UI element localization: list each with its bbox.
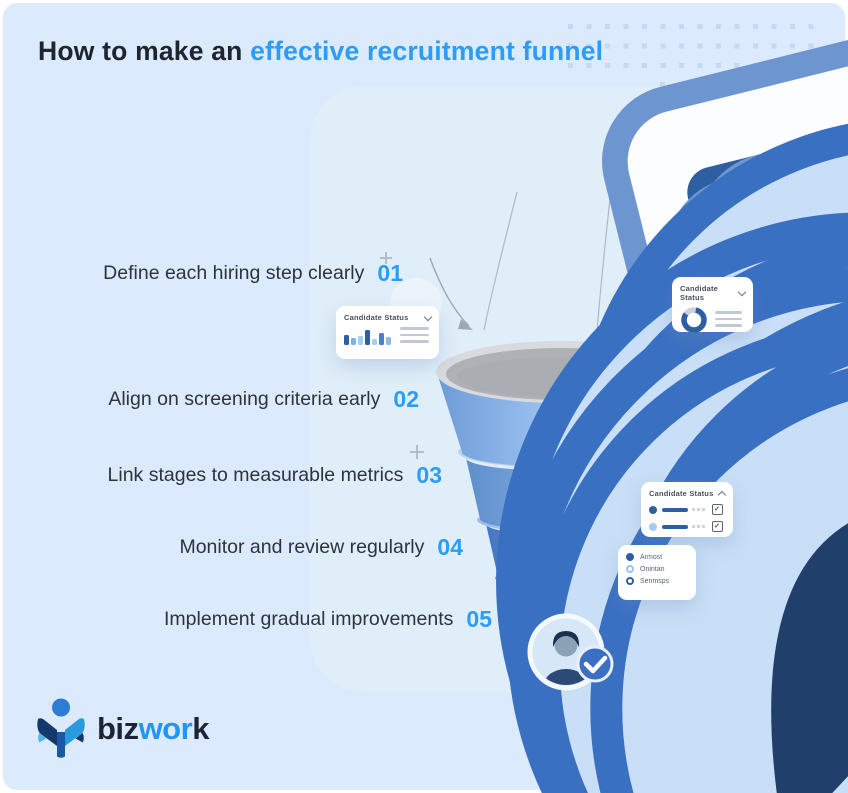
- checkbox-icon[interactable]: ✓: [711, 504, 723, 515]
- candidate-status-donut-card: Candidate Status: [672, 277, 753, 334]
- card-body: [344, 327, 431, 345]
- progress-bar: [661, 524, 688, 529]
- placeholder-dashes: [692, 508, 707, 511]
- checkbox-icon[interactable]: ✓: [711, 521, 723, 532]
- chevron-down-icon[interactable]: [423, 312, 433, 321]
- chevron-up-icon[interactable]: [717, 490, 727, 499]
- page-title: How to make an effective recruitment fun…: [38, 36, 603, 67]
- bizwork-logo-icon: [37, 698, 85, 758]
- card-header: Candidate Status: [680, 284, 747, 302]
- legend-label: Armost: [640, 553, 663, 561]
- placeholder-dashes: [692, 525, 707, 528]
- step-item-3: Link stages to measurable metrics 03: [108, 462, 442, 489]
- mini-bar-chart: [344, 328, 391, 345]
- card-body: [680, 306, 745, 334]
- status-legend-card: Armost Onintan Senmsps: [618, 545, 696, 600]
- candidate-status-bar-card: Candidate Status: [336, 306, 439, 359]
- logo: bizwork: [36, 698, 209, 759]
- title-highlight: effective recruitment funnel: [250, 36, 604, 66]
- step-label: Link stages to measurable metrics: [107, 464, 404, 486]
- donut-arc: [681, 307, 707, 333]
- radio-icon[interactable]: [626, 565, 634, 573]
- step-number: 01: [377, 260, 403, 286]
- legend-label: Onintan: [640, 565, 665, 573]
- step-item-2: Align on screening criteria early 02: [108, 386, 419, 413]
- step-label: Monitor and review regularly: [179, 536, 425, 558]
- card-header: Candidate Status: [344, 312, 433, 322]
- step-item-4: Monitor and review regularly 04: [179, 534, 463, 561]
- status-dot: [649, 505, 657, 514]
- legend-label: Senmsps: [640, 577, 670, 585]
- text-placeholder-lines: [715, 311, 742, 329]
- candidate-status-progress-card: Candidate Status ✓ ✓: [641, 482, 733, 537]
- card-title: Candidate Status: [649, 489, 714, 498]
- step-label: Implement gradual improvements: [164, 608, 454, 630]
- card-title: Candidate Status: [680, 284, 719, 302]
- status-dot: [649, 522, 657, 531]
- step-number: 04: [437, 534, 463, 560]
- card-title: Candidate Status: [344, 313, 409, 322]
- progress-row: ✓: [649, 521, 725, 532]
- progress-bar: [661, 507, 688, 512]
- step-number: 03: [416, 462, 442, 488]
- logo-text: bizwork: [97, 710, 209, 746]
- dot-pattern: [568, 24, 816, 69]
- donut-chart: [681, 307, 707, 333]
- text-placeholder-lines: [399, 327, 429, 345]
- radio-icon[interactable]: [626, 577, 634, 585]
- step-number: 05: [466, 606, 492, 632]
- step-item-1: Define each hiring step clearly 01: [103, 260, 403, 287]
- step-label: Define each hiring step clearly: [103, 262, 365, 284]
- progress-row: ✓: [649, 504, 725, 515]
- legend-item: Onintan: [626, 565, 688, 573]
- card-header: Candidate Status: [649, 489, 727, 499]
- legend-item: Armost: [626, 553, 688, 561]
- legend-item: Senmsps: [626, 577, 688, 585]
- dot-pattern: [660, 82, 816, 107]
- step-item-5: Implement gradual improvements 05: [164, 606, 492, 633]
- step-number: 02: [393, 386, 419, 412]
- radio-selected-icon[interactable]: [626, 553, 634, 561]
- title-prefix: How to make an: [38, 36, 251, 66]
- step-label: Align on screening criteria early: [108, 388, 381, 410]
- dot-pattern: [698, 120, 816, 125]
